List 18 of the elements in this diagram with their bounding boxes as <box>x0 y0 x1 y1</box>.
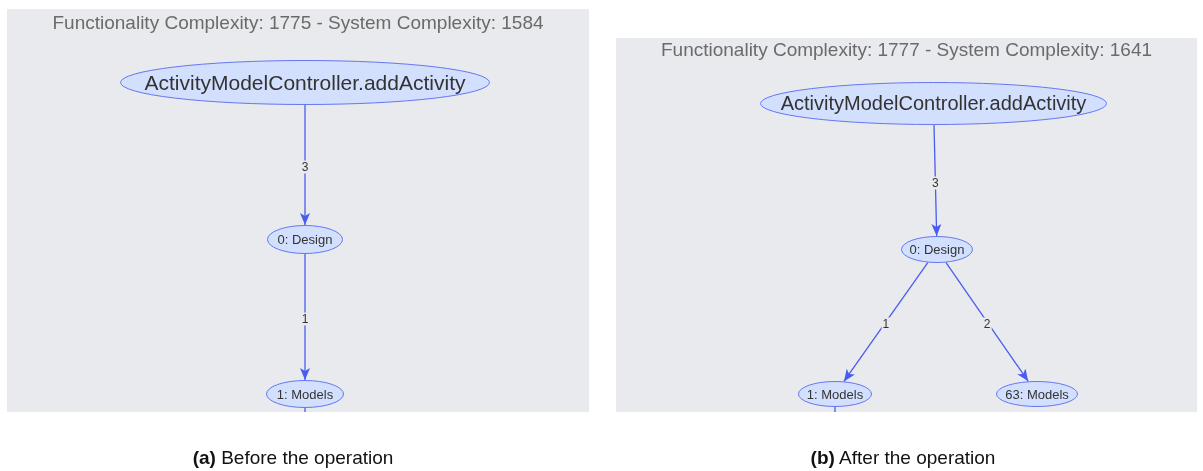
diagram-panel <box>616 38 1197 412</box>
figure-caption: (a) Before the operation <box>192 447 394 469</box>
panel-title: Functionality Complexity: 1775 - System Complexity: 1584 <box>51 12 545 34</box>
edge-label: 3 <box>300 160 310 174</box>
diagram-panel <box>7 9 589 412</box>
edge-label: 3 <box>931 176 940 189</box>
edge-label: 2 <box>982 317 992 331</box>
ellipse-node: ActivityModelController.addActivity <box>120 60 490 105</box>
panel-title: Functionality Complexity: 1777 - System Complexity: 1641 <box>659 39 1153 61</box>
ellipse-node: 0: Design <box>901 236 973 263</box>
edge-label: 1 <box>300 312 310 326</box>
ellipse-node: 63: Models <box>996 381 1078 407</box>
edge-label: 1 <box>881 317 891 331</box>
ellipse-node: 1: Models <box>266 380 344 408</box>
ellipse-node: 1: Models <box>798 381 872 407</box>
figure-caption: (b) After the operation <box>810 447 996 469</box>
ellipse-node: 0: Design <box>267 225 343 254</box>
ellipse-node: ActivityModelController.addActivity <box>760 82 1107 125</box>
